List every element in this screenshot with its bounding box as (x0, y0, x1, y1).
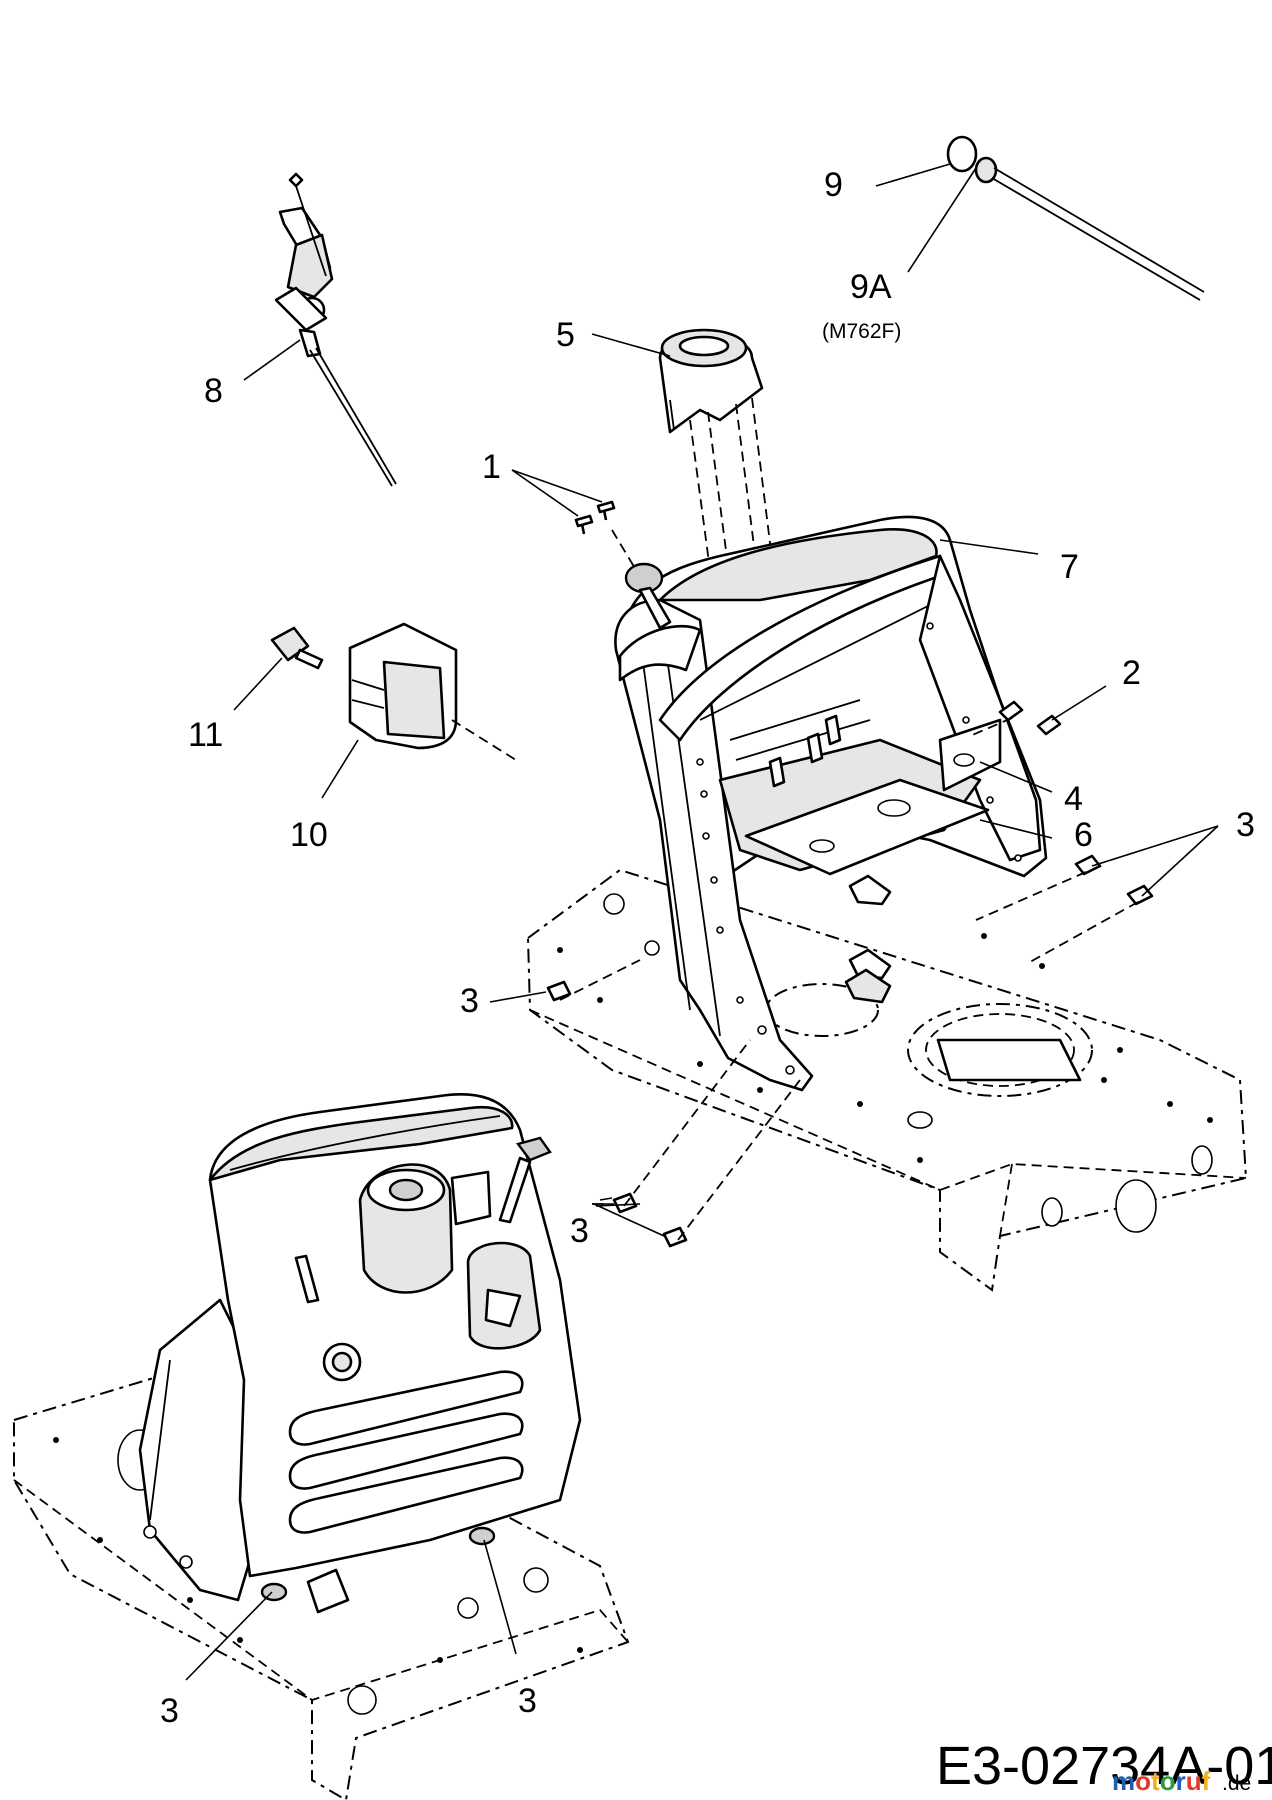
part-1-screws (574, 500, 661, 611)
callout-3-center: 3 (518, 1682, 537, 1720)
assembled-dash (138, 1093, 582, 1614)
leader-lines (185, 163, 1219, 1681)
part-2-screws (969, 700, 1062, 737)
watermark-letter: o (1160, 1766, 1176, 1796)
watermark-text: motoruf (1112, 1766, 1211, 1796)
watermark-letter: o (1135, 1766, 1151, 1796)
callout-10: 10 (290, 816, 328, 854)
callout-7: 7 (1060, 548, 1079, 586)
part-8-throttle-lever (274, 172, 397, 487)
callout-1: 1 (482, 448, 501, 486)
part-9-choke-knob (946, 135, 1205, 301)
callout-3-lower: 3 (570, 1212, 589, 1250)
watermark-letter: t (1151, 1766, 1160, 1796)
callout-11: 11 (188, 716, 223, 754)
key-icon (270, 626, 324, 670)
callout-9: 9 (824, 166, 843, 204)
watermark-letter: r (1176, 1766, 1186, 1796)
part-3-bolts (546, 854, 1154, 1248)
frame-right (526, 868, 1248, 1292)
part-6-plate (744, 778, 990, 876)
part-4-bracket (768, 714, 1002, 792)
lever-icon (498, 1136, 552, 1224)
part-5-column-boot (658, 328, 764, 434)
callout-2: 2 (1122, 654, 1141, 692)
watermark-suffix: .de (1222, 1772, 1251, 1795)
callout-6: 6 (1074, 816, 1093, 854)
callout-5: 5 (556, 316, 575, 354)
document-number: E3-02734A-01 (936, 1736, 1272, 1796)
callout-3-right: 3 (1236, 806, 1255, 844)
watermark-letter: u (1186, 1766, 1202, 1796)
callout-9a-note: (M762F) (822, 320, 901, 343)
watermark-logo: motoruf .de (1112, 1766, 1251, 1796)
callout-3-frame: 3 (460, 982, 479, 1020)
watermark-letter: m (1112, 1766, 1135, 1796)
callout-9a: 9A (850, 268, 892, 306)
part-10-housing (348, 622, 517, 761)
knob-icon (624, 562, 672, 630)
watermark-letter: f (1202, 1766, 1211, 1796)
callout-4: 4 (1064, 780, 1083, 818)
callout-3-left: 3 (160, 1692, 179, 1730)
callout-8: 8 (204, 372, 223, 410)
